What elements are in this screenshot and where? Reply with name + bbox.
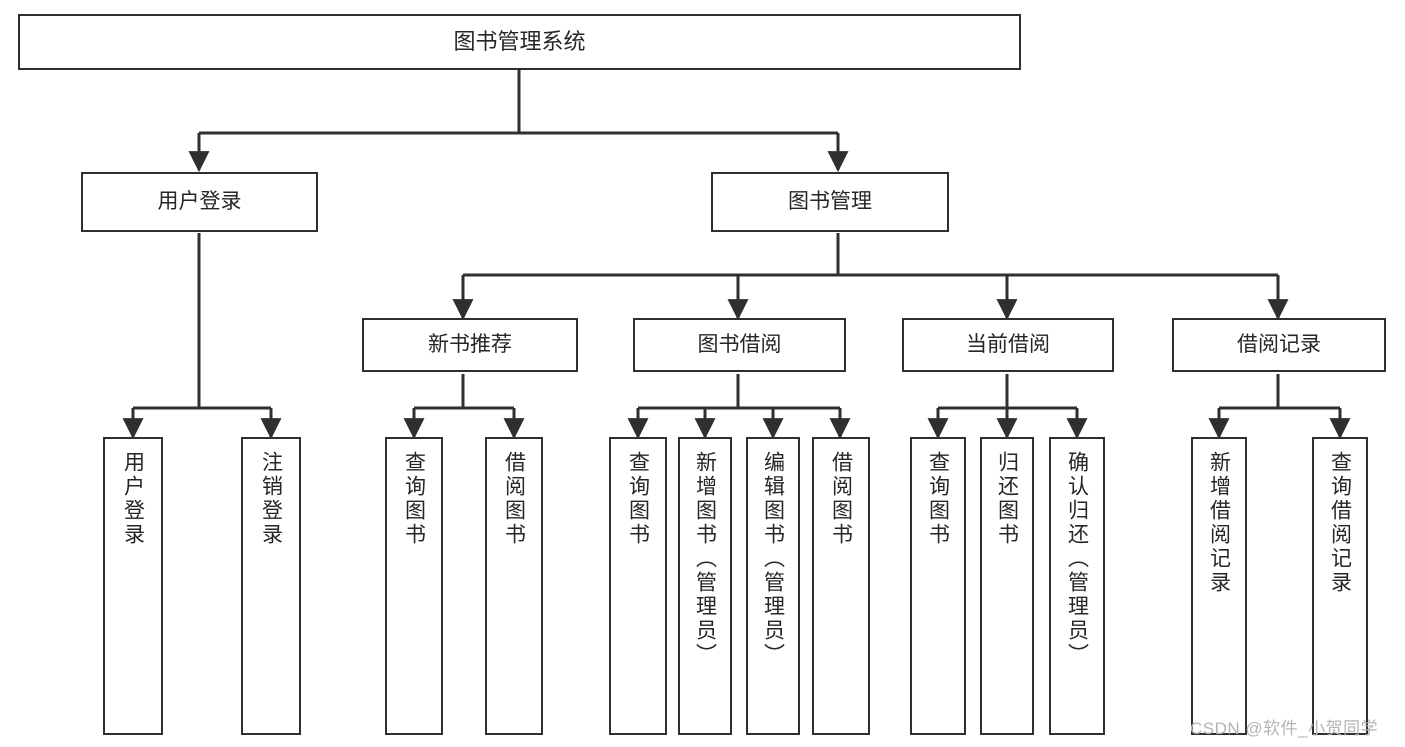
node-leaf-query-record-label: 查询借阅记录 [1328,451,1352,595]
node-leaf-logout-login-label: 注销登录 [259,451,283,547]
node-leaf-add-record[interactable]: 新增借阅记录 [1191,437,1247,735]
node-root-system-label: 图书管理系统 [453,29,586,55]
node-leaf-borrow-book-1-label: 借阅图书 [502,451,526,547]
node-book-borrow[interactable]: 图书借阅 [633,318,846,372]
node-book-borrow-label: 图书借阅 [697,332,782,356]
node-root-system[interactable]: 图书管理系统 [18,14,1021,70]
node-leaf-query-book-2[interactable]: 查询图书 [609,437,667,735]
node-leaf-edit-book[interactable]: 编辑图书（管理员） [746,437,800,735]
node-leaf-edit-book-label: 编辑图书（管理员） [761,451,785,667]
node-book-manage[interactable]: 图书管理 [711,172,949,232]
node-leaf-logout-login[interactable]: 注销登录 [241,437,301,735]
node-book-manage-label: 图书管理 [788,189,872,213]
node-leaf-query-book-3-label: 查询图书 [926,451,950,547]
node-leaf-query-book-3[interactable]: 查询图书 [910,437,966,735]
node-current-borrow-label: 当前借阅 [966,332,1050,356]
watermark-text: CSDN @软件_小贺同学 [1190,719,1379,738]
node-leaf-query-record[interactable]: 查询借阅记录 [1312,437,1368,735]
node-leaf-add-record-label: 新增借阅记录 [1207,451,1231,595]
node-leaf-user-login-label: 用户登录 [121,451,145,547]
node-user-login-label: 用户登录 [157,189,242,213]
node-leaf-confirm-return-label: 确认归还（管理员） [1065,451,1089,667]
node-new-book-rec-label: 新书推荐 [428,332,512,356]
node-borrow-record-label: 借阅记录 [1237,332,1321,356]
node-new-book-rec[interactable]: 新书推荐 [362,318,578,372]
node-leaf-return-book[interactable]: 归还图书 [980,437,1034,735]
node-leaf-return-book-label: 归还图书 [995,451,1019,547]
node-leaf-confirm-return[interactable]: 确认归还（管理员） [1049,437,1105,735]
node-leaf-borrow-book-1[interactable]: 借阅图书 [485,437,543,735]
node-leaf-query-book-2-label: 查询图书 [626,451,650,547]
node-leaf-add-book[interactable]: 新增图书（管理员） [678,437,732,735]
node-current-borrow[interactable]: 当前借阅 [902,318,1114,372]
node-leaf-borrow-book-2-label: 借阅图书 [829,451,853,547]
node-leaf-query-book-1[interactable]: 查询图书 [385,437,443,735]
node-leaf-user-login[interactable]: 用户登录 [103,437,163,735]
node-leaf-borrow-book-2[interactable]: 借阅图书 [812,437,870,735]
node-leaf-query-book-1-label: 查询图书 [402,451,426,547]
node-borrow-record[interactable]: 借阅记录 [1172,318,1386,372]
node-user-login[interactable]: 用户登录 [81,172,318,232]
node-leaf-add-book-label: 新增图书（管理员） [693,451,717,667]
